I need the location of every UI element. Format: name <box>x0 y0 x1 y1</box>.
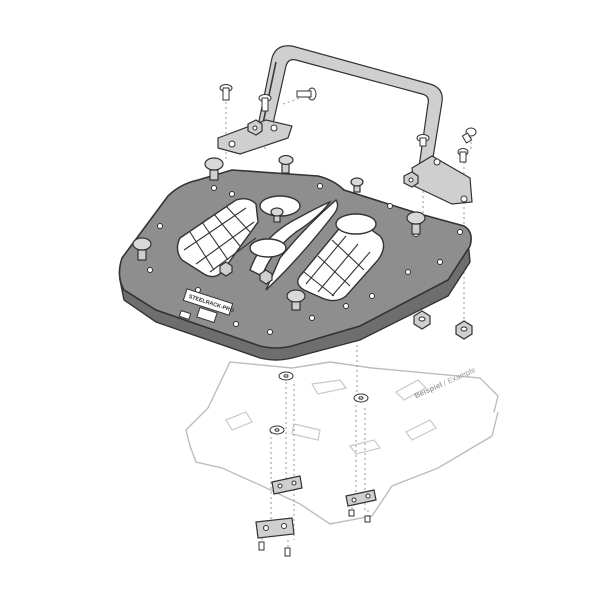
washer-icon <box>269 425 285 435</box>
clamp-plate-icon <box>271 475 303 495</box>
knob-screw-icon <box>406 211 426 235</box>
bolt-icon <box>258 541 265 551</box>
ghost-rack <box>185 361 499 525</box>
washer-icon <box>353 393 369 403</box>
top-plate: STEELRACK-PRO <box>118 169 472 361</box>
bolt-icon <box>461 127 477 144</box>
knob-screw-icon <box>278 154 294 174</box>
clamp-plates <box>255 475 377 557</box>
knob-screws <box>132 154 426 311</box>
knob-screw-icon <box>204 157 224 181</box>
handle-bolts <box>219 84 477 188</box>
bolt-icon <box>296 87 317 101</box>
mounting-holes <box>147 183 463 335</box>
bolt-icon <box>364 515 371 523</box>
clamp-plate-icon <box>345 489 377 507</box>
hex-nut-icon <box>403 171 419 188</box>
bolt-icon <box>457 148 469 163</box>
hex-nut-icon <box>413 310 431 330</box>
lower-nuts <box>269 310 473 435</box>
bolt-icon <box>219 84 233 101</box>
logo-badge <box>182 288 234 316</box>
knob-screw-icon <box>286 289 306 311</box>
hex-nut-icon <box>455 320 473 340</box>
bolt-icon <box>348 509 355 517</box>
clamp-plate-icon <box>255 517 295 539</box>
hex-nut-icon <box>247 119 263 136</box>
washer-icon <box>278 371 294 381</box>
knob-screw-icon <box>350 177 364 193</box>
knob-screw-icon <box>270 207 284 223</box>
bolt-icon <box>416 134 430 147</box>
knob-screw-icon <box>132 237 152 261</box>
bolt-icon <box>258 94 272 112</box>
bolt-icon <box>284 547 291 557</box>
